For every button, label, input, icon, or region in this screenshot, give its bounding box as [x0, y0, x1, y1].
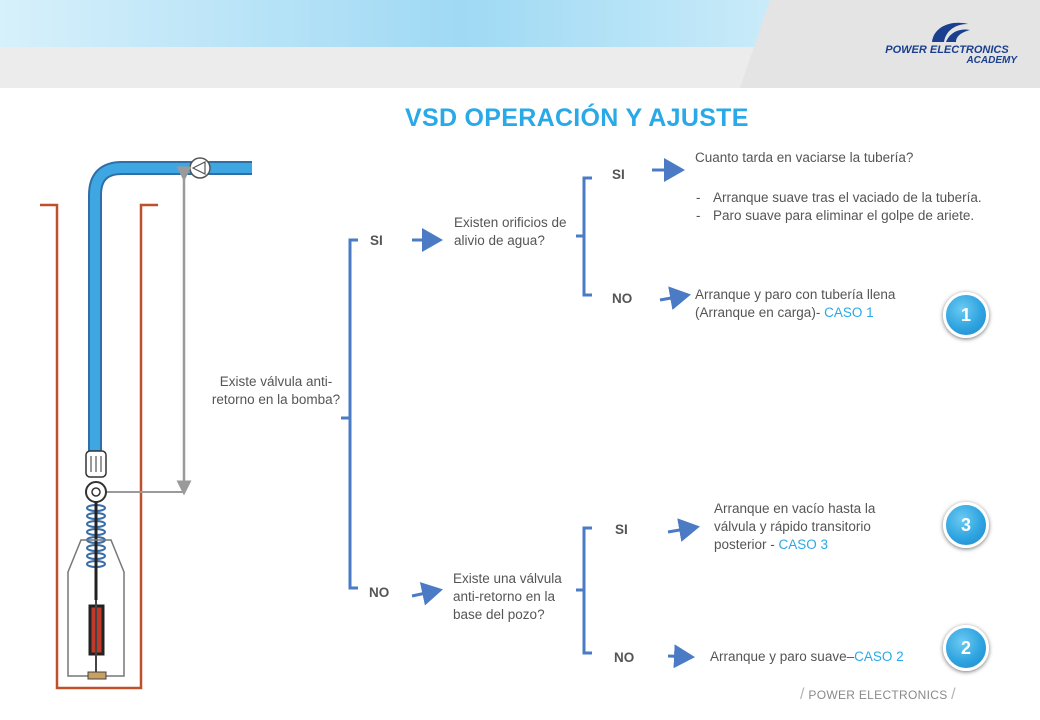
footer-text: POWER ELECTRONICS	[808, 688, 948, 702]
arrow-root-no	[411, 582, 443, 606]
list-item: -Arranque suave tras el vaciado de la tu…	[696, 190, 982, 205]
bullet-text: Paro suave para eliminar el golpe de ari…	[713, 208, 975, 223]
footer-brand: / POWER ELECTRONICS /	[800, 686, 956, 703]
list-item: -Paro suave para eliminar el golpe de ar…	[696, 208, 975, 223]
arrow-lower-si	[667, 518, 700, 542]
label-lower-no: NO	[614, 650, 635, 665]
badge-1[interactable]: 1	[943, 292, 989, 338]
decision-bracket-upper	[576, 176, 592, 297]
result-text: Arranque y paro con tubería llena (Arran…	[695, 287, 896, 320]
question-base-valve: Existe una válvula anti-retorno en la ba…	[453, 571, 562, 622]
decision-bracket-lower	[576, 526, 592, 655]
root-question: Existe válvula anti-retorno en la bomba?	[211, 374, 341, 407]
discharge-pipe	[88, 161, 252, 460]
arrow-lower-no	[667, 644, 695, 669]
label-upper-no: NO	[612, 291, 633, 306]
logo-line2: ACADEMY	[966, 55, 1017, 66]
arrow-upper-no	[659, 286, 691, 310]
caso-link: CASO 3	[778, 537, 829, 552]
power-electronics-logo: POWER ELECTRONICS ACADEMY	[872, 18, 1022, 72]
heading-empty-time: Cuanto tarda en vaciarse la tubería?	[695, 150, 914, 165]
result-caso-2: Arranque y paro suave–CASO 2	[710, 648, 940, 666]
result-caso-3: Arranque en vacío hasta la válvula y ráp…	[714, 500, 919, 554]
result-caso-1: Arranque y paro con tubería llena (Arran…	[695, 286, 945, 322]
label-upper-si: SI	[612, 167, 625, 182]
badge-2[interactable]: 2	[943, 625, 989, 671]
header-banner	[0, 0, 1040, 88]
label-root-no: NO	[369, 585, 390, 600]
bullet-text: Arranque suave tras el vaciado de la tub…	[713, 190, 982, 205]
result-text: Arranque y paro suave–	[710, 649, 855, 664]
caso-link: CASO 1	[824, 305, 874, 320]
label-root-si: SI	[370, 233, 383, 248]
logo-mark-icon	[932, 22, 970, 42]
logo-line1: POWER ELECTRONICS	[885, 44, 1009, 56]
surface-valve-icon	[189, 157, 211, 179]
badge-3[interactable]: 3	[943, 502, 989, 548]
bullet-list: -Arranque suave tras el vaciado de la tu…	[696, 189, 1036, 225]
label-lower-si: SI	[615, 522, 628, 537]
decision-bracket-root	[341, 238, 358, 590]
question-relief-holes: Existen orificios de alivio de agua?	[454, 215, 567, 248]
page-title: VSD OPERACIÓN Y AJUSTE	[405, 104, 749, 132]
result-text: Arranque en vacío hasta la válvula y ráp…	[714, 501, 876, 552]
pump-assembly	[67, 450, 125, 680]
well-casing	[40, 203, 158, 690]
caso-link: CASO 2	[854, 649, 904, 664]
